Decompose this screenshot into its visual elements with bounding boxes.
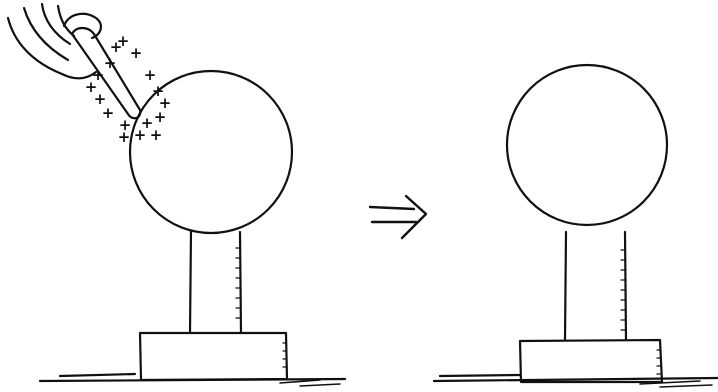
right-conducting-sphere-icon [505,63,669,227]
charge-plus: + [117,32,130,50]
charge-plus: + [102,104,115,122]
implies-arrow-icon [368,194,428,240]
charge-plus: + [159,94,172,112]
charged-rod-icon [70,26,142,120]
charge-plus: + [119,116,132,134]
charge-plus: + [144,66,157,84]
right-table-surface-icon [432,373,718,388]
charge-plus: + [85,78,98,96]
right-setup [432,63,718,388]
left-insulating-stand-icon [188,229,243,335]
right-insulating-stand-icon [563,230,628,342]
charge-plus: + [118,128,131,146]
charge-plus: + [154,108,167,126]
charge-plus: + [150,126,163,144]
charge-plus: + [152,82,165,100]
left-base-block-icon [138,331,289,382]
charge-plus: + [110,38,123,56]
left-setup [6,2,347,387]
charge-plus: + [141,114,154,132]
charge-marks: + + + + + + + + + + + + + + + + + [85,32,172,146]
charge-plus: + [94,90,107,108]
charge-plus: + [134,126,147,144]
charge-plus: + [92,66,105,84]
charge-plus: + [104,54,117,72]
left-conducting-sphere-icon [128,69,294,235]
hand-icon [6,2,102,80]
right-base-block-icon [518,338,664,384]
charge-plus: + [130,44,143,62]
